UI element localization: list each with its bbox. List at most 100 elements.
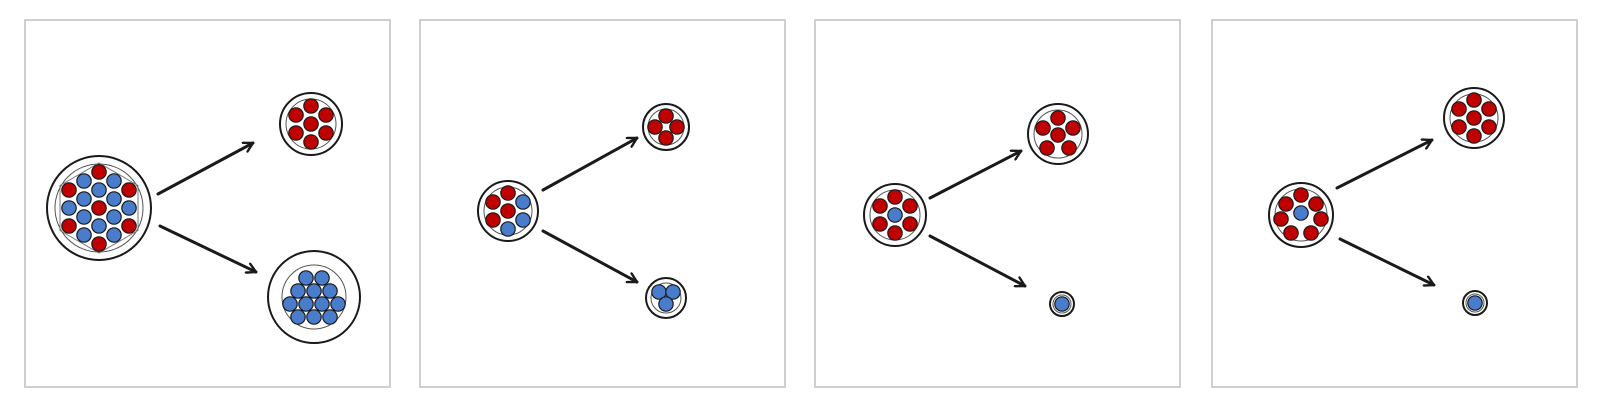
red-particle	[91, 200, 107, 216]
blue-particle	[106, 209, 122, 225]
red-particle	[1065, 120, 1081, 136]
blue-particle	[306, 309, 322, 325]
blue-particle	[515, 212, 531, 228]
red-particle	[1451, 101, 1467, 117]
red-particle	[1039, 140, 1055, 156]
blue-particle	[106, 227, 122, 243]
red-particle	[91, 236, 107, 252]
red-particle	[1308, 196, 1324, 212]
source-cluster-hexagon-outline	[59, 162, 139, 254]
red-particle	[1313, 211, 1329, 227]
blue-particle	[887, 207, 903, 223]
red-particle	[500, 203, 516, 219]
red-particle	[318, 107, 334, 123]
source-cluster	[477, 180, 539, 242]
lower-product-cluster-inner-ring	[281, 264, 347, 330]
red-particle	[902, 216, 918, 232]
red-particle	[1283, 225, 1299, 241]
blue-particle	[500, 221, 516, 237]
blue-particle	[1054, 296, 1070, 312]
red-particle	[485, 212, 501, 228]
red-particle	[647, 119, 663, 135]
red-particle	[902, 198, 918, 214]
lower-product-cluster-inner-ring	[1052, 294, 1072, 314]
blue-particle	[298, 296, 314, 312]
panel-2	[419, 19, 786, 388]
red-particle	[658, 108, 674, 124]
lower-product-cluster	[645, 277, 687, 319]
blue-particle	[298, 270, 314, 286]
red-particle	[1451, 119, 1467, 135]
red-particle	[303, 116, 319, 132]
red-particle	[1481, 101, 1497, 117]
upper-product-cluster	[1443, 87, 1505, 149]
red-particle	[288, 125, 304, 141]
red-particle	[872, 198, 888, 214]
blue-particle	[330, 296, 346, 312]
blue-particle	[322, 283, 338, 299]
red-particle	[318, 125, 334, 141]
panel-frame	[419, 19, 786, 388]
upper-arrow	[541, 136, 639, 192]
lower-arrow	[158, 224, 258, 272]
red-particle	[658, 130, 674, 146]
blue-particle	[61, 200, 77, 216]
red-particle	[1061, 140, 1077, 156]
red-particle	[91, 164, 107, 180]
red-particle	[872, 216, 888, 232]
blue-particle	[290, 283, 306, 299]
blue-particle	[306, 283, 322, 299]
source-cluster	[46, 155, 152, 261]
upper-product-cluster-outer-ring	[642, 103, 690, 151]
blue-particle	[1293, 205, 1309, 221]
blue-particle	[106, 191, 122, 207]
red-particle	[887, 225, 903, 241]
red-particle	[1050, 110, 1066, 126]
red-particle	[1278, 196, 1294, 212]
blue-particle	[322, 309, 338, 325]
blue-particle	[76, 173, 92, 189]
upper-product-cluster-inner-ring	[1033, 109, 1083, 159]
red-particle	[1050, 127, 1066, 143]
blue-particle	[76, 191, 92, 207]
lower-arrow	[541, 229, 639, 284]
blue-particle	[91, 218, 107, 234]
lower-product-cluster	[1462, 290, 1488, 316]
red-particle	[288, 107, 304, 123]
upper-product-cluster	[642, 103, 690, 151]
red-particle	[1466, 128, 1482, 144]
blue-particle	[665, 284, 681, 300]
blue-particle	[121, 200, 137, 216]
upper-arrow	[156, 141, 255, 196]
red-particle	[669, 119, 685, 135]
red-particle	[887, 189, 903, 205]
panel-frame	[1211, 19, 1578, 388]
upper-product-cluster	[279, 92, 343, 156]
upper-product-cluster	[1027, 103, 1089, 165]
red-particle	[1303, 225, 1319, 241]
red-particle	[121, 218, 137, 234]
lower-arrow	[928, 234, 1027, 288]
red-particle	[61, 218, 77, 234]
red-particle	[1035, 120, 1051, 136]
blue-particle	[314, 270, 330, 286]
lower-product-cluster-inner-ring	[1465, 293, 1485, 313]
red-particle	[121, 182, 137, 198]
panel-1	[24, 19, 391, 388]
lower-product-cluster	[267, 250, 361, 344]
red-particle	[1293, 187, 1309, 203]
red-particle	[500, 185, 516, 201]
blue-particle	[515, 194, 531, 210]
blue-particle	[106, 173, 122, 189]
blue-particle	[76, 227, 92, 243]
source-cluster	[863, 183, 927, 247]
red-particle	[1273, 211, 1289, 227]
lower-product-cluster-inner-ring	[650, 282, 682, 314]
lower-arrow	[1338, 237, 1436, 285]
panel-4	[1211, 19, 1578, 388]
red-particle	[1466, 92, 1482, 108]
red-particle	[485, 194, 501, 210]
red-particle	[303, 134, 319, 150]
blue-particle	[314, 296, 330, 312]
red-particle	[61, 182, 77, 198]
